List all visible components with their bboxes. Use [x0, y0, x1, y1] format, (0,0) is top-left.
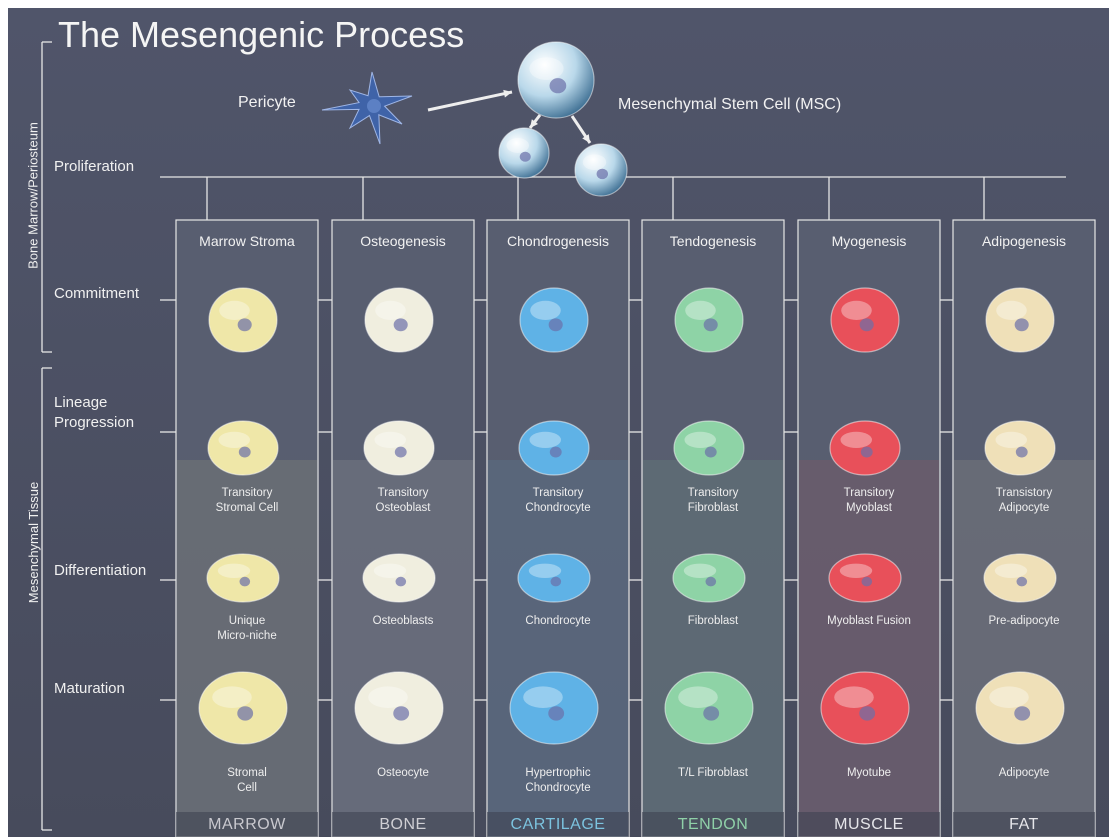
stage-proliferation: Proliferation: [54, 158, 135, 175]
msc-label: Mesenchymal Stem Cell (MSC): [618, 96, 842, 113]
msc-split-left-arrow: [528, 114, 542, 129]
column-tint-1: [177, 460, 317, 837]
mature-cell-6-icon: [975, 671, 1065, 745]
stage-commitment: Commitment: [54, 285, 140, 302]
transitory-cell-2-icon: [363, 420, 435, 476]
transitory-label-2: Transitory Osteoblast: [375, 487, 431, 514]
column-tint-3: [488, 460, 628, 837]
tissue-band-5: [798, 812, 940, 837]
commitment-cell-2-icon: [364, 287, 434, 353]
bone-marrow-side-label: Bone Marrow/Periosteum: [25, 122, 41, 269]
pericyte-label: Pericyte: [238, 94, 296, 111]
tissue-band-4: [642, 812, 784, 837]
page-title: The Mesengenic Process: [58, 14, 465, 55]
msc-cell-icon: [517, 41, 595, 119]
differentiated-cell-1-icon: [206, 553, 280, 603]
stage-differentiation: Differentiation: [54, 562, 147, 579]
daughter-cell-left-icon: [498, 127, 550, 179]
differentiation-label-4: Fibroblast: [687, 615, 739, 627]
column-header-5: Myogenesis: [831, 233, 907, 249]
transitory-cell-6-icon: [984, 420, 1056, 476]
commitment-cell-6-icon: [985, 287, 1055, 353]
tissue-label-4: TENDON: [677, 816, 749, 833]
tissue-label-6: FAT: [1009, 816, 1039, 833]
column-header-4: Tendogenesis: [669, 233, 757, 249]
mature-cell-4-icon: [664, 671, 754, 745]
differentiated-cell-4-icon: [672, 553, 746, 603]
transitory-cell-3-icon: [518, 420, 590, 476]
transitory-cell-4-icon: [673, 420, 745, 476]
mature-cell-2-icon: [354, 671, 444, 745]
commitment-cell-3-icon: [519, 287, 589, 353]
column-tint-2: [333, 460, 473, 837]
tissue-band-1: [176, 812, 318, 837]
commitment-cell-4-icon: [674, 287, 744, 353]
transitory-label-6: Transistory Adipocyte: [995, 487, 1053, 514]
differentiation-label-2: Osteoblasts: [372, 615, 434, 627]
tissue-label-1: MARROW: [208, 816, 286, 833]
mesenchymal-side-label: Mesenchymal Tissue: [26, 481, 41, 604]
transitory-label-3: Transitory Chondrocyte: [525, 487, 591, 514]
transitory-label-5: Transitory Myoblast: [843, 487, 895, 514]
tissue-band-3: [487, 812, 629, 837]
tissue-label-5: MUSCLE: [834, 816, 904, 833]
column-header-2: Osteogenesis: [360, 233, 446, 249]
mature-cell-1-icon: [198, 671, 288, 745]
maturation-label-4: T/L Fibroblast: [678, 767, 748, 779]
differentiated-cell-5-icon: [828, 553, 902, 603]
stage-lineage-line1: Lineage: [54, 394, 108, 411]
tissue-band-2: [332, 812, 474, 837]
transitory-cell-5-icon: [829, 420, 901, 476]
column-header-3: Chondrogenesis: [507, 233, 609, 249]
mature-cell-5-icon: [820, 671, 910, 745]
commitment-cell-5-icon: [830, 287, 900, 353]
stage-lineage-line2: Progression: [54, 414, 135, 431]
differentiated-cell-2-icon: [362, 553, 436, 603]
maturation-label-6: Adipocyte: [998, 767, 1050, 779]
column-tint-4: [643, 460, 783, 837]
daughter-cell-right-icon: [574, 143, 628, 197]
column-header-1: Marrow Stroma: [199, 233, 295, 249]
maturation-label-1: Stromal Cell: [227, 767, 267, 794]
pericyte-to-msc-arrow: [427, 89, 513, 112]
tissue-label-2: BONE: [379, 816, 427, 833]
maturation-label-5: Myotube: [846, 767, 892, 779]
column-header-6: Adipogenesis: [981, 233, 1067, 249]
transitory-cell-1-icon: [207, 420, 279, 476]
differentiation-label-5: Myoblast Fusion: [827, 615, 911, 627]
transitory-label-1: Transitory Stromal Cell: [215, 487, 279, 514]
differentiation-label-6: Pre-adipocyte: [988, 615, 1060, 627]
tissue-band-6: [953, 812, 1095, 837]
pericyte-cell-icon: [321, 71, 413, 145]
transitory-label-4: Transitory Fibroblast: [687, 487, 739, 514]
differentiation-label-1: Unique Micro-niche: [217, 615, 277, 642]
maturation-label-3: Hypertrophic Chondrocyte: [525, 767, 591, 794]
differentiated-cell-6-icon: [983, 553, 1057, 603]
column-tint-5: [799, 460, 939, 837]
mature-cell-3-icon: [509, 671, 599, 745]
stage-maturation: Maturation: [54, 680, 125, 697]
differentiated-cell-3-icon: [517, 553, 591, 603]
column-tint-6: [954, 460, 1094, 837]
msc-split-right-arrow: [570, 115, 592, 144]
tissue-label-3: CARTILAGE: [510, 816, 606, 833]
commitment-cell-1-icon: [208, 287, 278, 353]
maturation-label-2: Osteocyte: [377, 767, 429, 779]
differentiation-label-3: Chondrocyte: [525, 615, 591, 627]
